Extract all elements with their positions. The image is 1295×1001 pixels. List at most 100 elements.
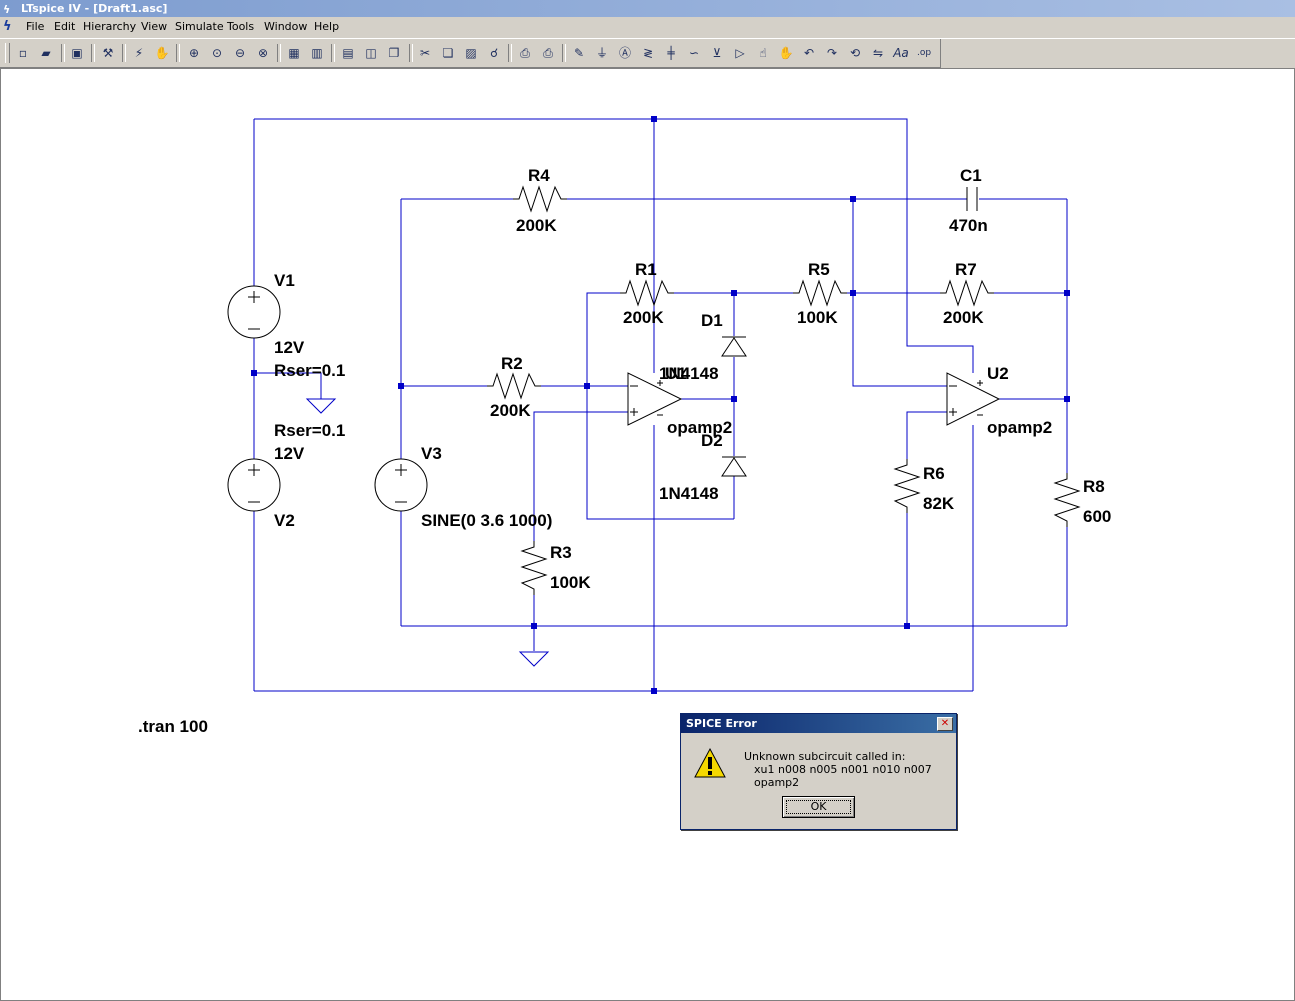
menu-tools[interactable]: Tools: [227, 20, 255, 33]
opamp-u1[interactable]: [627, 372, 683, 426]
opamp-u2[interactable]: [946, 372, 1001, 426]
inductor-icon[interactable]: ∽: [688, 46, 700, 60]
close-icon[interactable]: ✕: [937, 717, 953, 731]
resistor-r2[interactable]: [487, 372, 541, 400]
run-icon[interactable]: ⚡: [134, 46, 144, 60]
spice-error-dialog: SPICE Error ✕ Unknown subcircuit called …: [680, 713, 957, 830]
r7-name: R7: [955, 260, 977, 279]
tile-horizontal-icon[interactable]: ▤: [342, 46, 354, 60]
move-icon[interactable]: ☝: [759, 46, 767, 60]
redo-icon[interactable]: ↷: [826, 46, 838, 60]
spice-directive-icon[interactable]: .op: [916, 48, 932, 58]
toolbar-separator: [409, 44, 413, 62]
grid-icon[interactable]: ▦: [288, 46, 300, 60]
draw-wire-icon[interactable]: ✎: [573, 46, 585, 60]
v3-value: SINE(0 3.6 1000): [421, 511, 552, 530]
resistor-icon[interactable]: ≷: [642, 46, 654, 60]
resistor-r7[interactable]: [940, 279, 994, 307]
voltage-source-v3[interactable]: [374, 458, 428, 512]
menu-help[interactable]: Help: [314, 20, 340, 33]
r2-value: 200K: [490, 401, 531, 420]
control-panel-icon[interactable]: ⚒: [102, 46, 114, 60]
diode-icon[interactable]: ⊻: [712, 46, 722, 60]
menu-bar: ϟ File Edit Hierarchy View Simulate Tool…: [0, 17, 1295, 39]
menu-hierarchy[interactable]: Hierarchy: [83, 20, 137, 33]
toolbar-separator: [122, 44, 126, 62]
ok-button[interactable]: OK: [782, 796, 855, 818]
menu-edit[interactable]: Edit: [54, 20, 76, 33]
print-preview-icon[interactable]: ⎙: [520, 46, 530, 60]
toolbar-separator: [562, 44, 566, 62]
plot-icon[interactable]: ▥: [311, 46, 323, 60]
zoom-fit-icon[interactable]: ⊙: [211, 46, 223, 60]
save-icon[interactable]: ▣: [71, 46, 83, 60]
r1-name: R1: [635, 260, 657, 279]
ground-icon[interactable]: ⏚: [595, 46, 608, 60]
toolbar-separator: [277, 44, 281, 62]
paste-icon[interactable]: ▨: [465, 46, 477, 60]
schematic-canvas[interactable]: V1 12V Rser=0.1 Rser=0.1 12V V2 V3 SINE(…: [0, 68, 1295, 1001]
zoom-out-icon[interactable]: ⊖: [234, 46, 246, 60]
new-schematic-icon[interactable]: ▫: [18, 46, 28, 60]
drag-icon[interactable]: ✋: [778, 46, 794, 60]
resistor-r4[interactable]: [513, 185, 567, 213]
resistor-r6[interactable]: [893, 459, 921, 513]
warning-icon: [694, 747, 726, 778]
print-icon[interactable]: ⎙: [543, 46, 553, 60]
text-icon[interactable]: Aa: [893, 46, 909, 60]
r8-name: R8: [1083, 477, 1105, 496]
capacitor-c1[interactable]: [966, 187, 978, 211]
voltage-source-v1[interactable]: [227, 285, 281, 339]
toolbar-grip[interactable]: [5, 43, 10, 63]
diode-d1[interactable]: [721, 336, 747, 357]
open-icon[interactable]: ▰: [41, 46, 51, 60]
capacitor-icon[interactable]: ╪: [667, 46, 675, 60]
resistor-r1[interactable]: [620, 279, 674, 307]
spice-directive[interactable]: .tran 100: [138, 717, 208, 736]
v1-name: V1: [274, 271, 295, 290]
menu-window[interactable]: Window: [264, 20, 308, 33]
dialog-title-bar[interactable]: SPICE Error: [681, 714, 956, 733]
copy-icon[interactable]: ❏: [442, 46, 454, 60]
window-title: LTspice IV - [Draft1.asc]: [21, 2, 168, 15]
rotate-icon[interactable]: ⟲: [849, 46, 861, 60]
cut-icon[interactable]: ✂: [419, 46, 431, 60]
toolbar-separator: [508, 44, 512, 62]
wires[interactable]: [253, 118, 1068, 692]
error-message-line1: Unknown subcircuit called in:: [744, 750, 906, 763]
pan-icon[interactable]: ✋: [154, 46, 170, 60]
menu-file[interactable]: File: [26, 20, 45, 33]
cascade-icon[interactable]: ❐: [388, 46, 400, 60]
v3-name: V3: [421, 444, 442, 463]
u2-name: U2: [987, 364, 1009, 383]
junction-dots: [251, 116, 1070, 694]
u1-name: U1: [665, 364, 687, 383]
undo-icon[interactable]: ↶: [803, 46, 815, 60]
u1-value: opamp2: [667, 418, 732, 437]
v2-value: 12V: [274, 444, 305, 463]
ground-symbol[interactable]: [518, 651, 550, 667]
find-icon[interactable]: ☌: [489, 46, 499, 60]
autorange-off-icon[interactable]: ⊗: [257, 46, 269, 60]
label-net-icon[interactable]: Ⓐ: [618, 46, 631, 60]
menu-view[interactable]: View: [141, 20, 168, 33]
mirror-icon[interactable]: ⇋: [872, 46, 884, 60]
toolbar: ▫ ▰ ▣ ⚒ ⚡ ✋ ⊕ ⊙ ⊖ ⊗ ▦ ▥ ▤ ◫ ❐ ✂ ❏ ▨ ☌ ⎙ …: [0, 39, 941, 68]
tile-vertical-icon[interactable]: ◫: [365, 46, 377, 60]
ground-symbol[interactable]: [305, 398, 337, 414]
u2-value: opamp2: [987, 418, 1052, 437]
diode-d2[interactable]: [721, 456, 747, 477]
r2-name: R2: [501, 354, 523, 373]
r3-value: 100K: [550, 573, 591, 592]
zoom-in-icon[interactable]: ⊕: [188, 46, 200, 60]
r8-value: 600: [1083, 507, 1111, 526]
menu-simulate[interactable]: Simulate: [175, 20, 224, 33]
resistor-r8[interactable]: [1053, 473, 1081, 527]
voltage-source-v2[interactable]: [227, 458, 281, 512]
resistor-r3[interactable]: [520, 541, 548, 595]
resistor-r5[interactable]: [793, 279, 847, 307]
document-icon[interactable]: ϟ: [3, 19, 12, 34]
component-icon[interactable]: ▷: [735, 46, 745, 60]
d2-name: D2: [701, 431, 723, 450]
v1-value: 12V: [274, 338, 305, 357]
